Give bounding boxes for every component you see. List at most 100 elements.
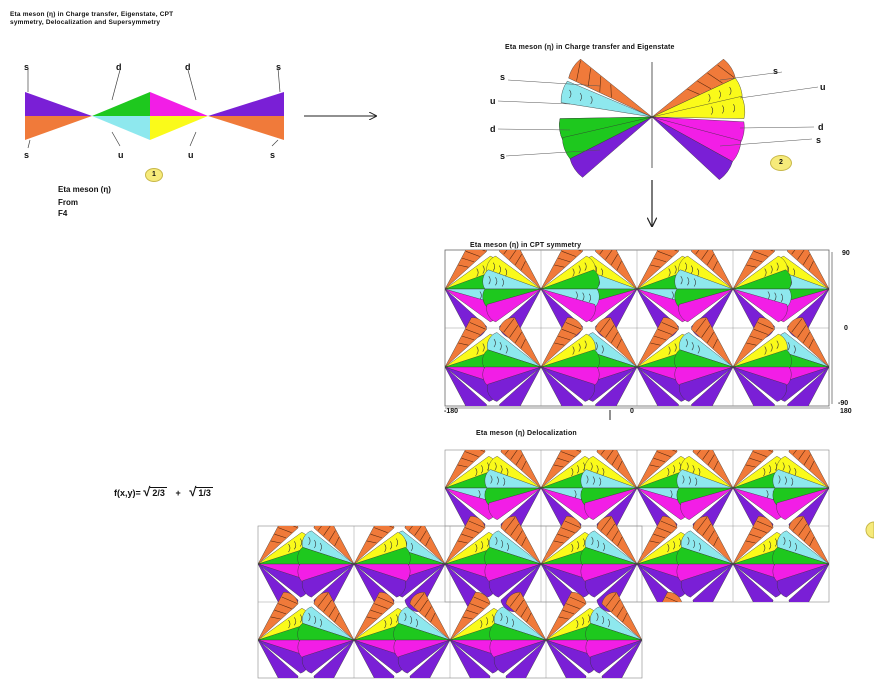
- fig4-unit-13-left-petal-1-arc-1: [319, 618, 322, 628]
- fig4-unit-12-right-petal-0: [258, 592, 299, 641]
- fig3-unit-mid-3-left-petal-0-stripe-3: [701, 325, 711, 338]
- fig3-unit-mid-2-right-petal-1-arc-3: [584, 340, 587, 349]
- fig4-unit-0-right-petal-0-stripe-4: [468, 450, 485, 452]
- fig3-unit-4-left-petal-0: [595, 317, 638, 368]
- fig4-unit-12-left-petal-2: [258, 623, 259, 643]
- formula-plus: +: [175, 488, 181, 498]
- fig4-unit-7-right-petal-0-stripe-4: [660, 520, 677, 528]
- fig4-unit-5-left-petal-0-stripe-2: [419, 530, 427, 541]
- fig4-unit-0-right-petal-0: [444, 450, 486, 489]
- fig3-petals: [393, 244, 870, 406]
- fig4-petals: [258, 445, 868, 678]
- fig3-unit-0-right-petal-1-arc-1: [476, 268, 479, 277]
- fig3-unit-mid-1-left-petal-1-arc-3: [684, 262, 687, 271]
- fig4-unit-9-left-petal-0-stripe-2: [803, 530, 811, 541]
- fig4-unit-13-right-petal-1-arc-3: [395, 614, 398, 623]
- fig4-unit-10-right-petal-0-stripe-3: [278, 527, 292, 533]
- fig3-unit-2-right-petal-4: [828, 289, 829, 290]
- fig4-unit-12-right-petal-0-stripe-2: [274, 609, 287, 615]
- fig4-unit-11-right-petal-1-arc-3: [395, 538, 398, 547]
- fig4-unit-4-right-petal-0-stripe-4: [853, 445, 868, 452]
- fig2-petal-11: [651, 116, 733, 180]
- fig3-unit-mid-1-left-petal-1-arc-2: [690, 265, 693, 274]
- fig1-label-top-2: d: [116, 62, 122, 72]
- fig3-unit-2-left-petal-0-stripe-3: [797, 250, 805, 260]
- fig3-unit-mid-3-right-petal-0: [732, 317, 775, 368]
- fig2-petal-1-arc-2: [579, 92, 582, 102]
- fig4-unit-1-left-petal-2-arc-3: [490, 475, 493, 484]
- fig3-unit-mid-0-right-petal-3-arc-3: [588, 293, 591, 302]
- fig4-unit-4-left-petal-2-arc-2: [784, 476, 787, 485]
- fig4-unit-4-right-petal-1: [828, 456, 829, 489]
- fig3-unit-mid-3-left-petal-0-stripe-2: [706, 332, 714, 344]
- fig3-unit-mid-1-right-petal-0-stripe-4: [769, 250, 774, 252]
- fig4-unit-4-right-petal-4: [828, 487, 829, 520]
- fig4-unit-4-right-petal-2: [828, 469, 829, 489]
- fig4-unit-1-right-petal-1-arc-2: [577, 465, 580, 474]
- formula-lhs: f(x,y)=: [114, 488, 141, 498]
- fig4-unit-1-right-petal-1-arc-1: [571, 467, 574, 477]
- fig4-unit-14-right-petal-0-stripe-1: [462, 616, 473, 620]
- fig2-petal-8: [651, 96, 746, 119]
- fig3-unit-2-left-petal-0-stripe-4: [791, 250, 796, 255]
- fig2-petal-1-arc-3: [569, 89, 572, 99]
- fig3-unit-0-left-petal-2-arc-3: [393, 276, 395, 284]
- fig4-unit-6-right-petal-0-stripe-3: [561, 527, 575, 533]
- fig4-unit-12-right-petal-0-stripe-4: [281, 596, 298, 604]
- fig4-unit-16-right-petal-5: [641, 639, 683, 678]
- fig3-unit-0-left-petal-2-arc-1: [406, 279, 408, 287]
- fig3-unit-4-left-petal-0-stripe-3: [605, 325, 615, 338]
- fig3-unit-mid-1-right-petal-0-stripe-2: [750, 257, 763, 263]
- fig4-unit-16-right-petal-1-arc-2: [678, 617, 681, 626]
- fig4-unit-16-left-petal-0-stripe-3: [611, 599, 620, 612]
- fig4-unit-7-left-petal-0-stripe-3: [606, 523, 615, 536]
- fig4-unit-3-left-petal-2-arc-1: [695, 477, 698, 486]
- fig4-unit-13-left-petal-0-stripe-3: [323, 599, 332, 612]
- fig2-leader-1: [497, 100, 571, 105]
- fig3-unit-mid-0-left-petal-4: [486, 288, 542, 323]
- fig4-unit-10-left-petal-2: [258, 547, 259, 567]
- fig2-leader-7: [719, 138, 813, 147]
- fig4-unit-14-left-petal-1-arc-1: [415, 618, 418, 628]
- fig4-unit-2-left-petal-4: [584, 487, 638, 520]
- fig3-unit-3-left-petal-0: [445, 366, 446, 367]
- fig3-unit-4-right-petal-0-stripe-2: [654, 335, 667, 341]
- fig4-unit-12-left-petal-5: [258, 639, 259, 678]
- fig4-unit-13-right-petal-5: [353, 639, 395, 678]
- fig4-unit-7-left-petal-0-stripe-1: [617, 536, 623, 547]
- fig4-unit-14-left-petal-1-arc-3: [404, 612, 407, 622]
- fig4-unit-1-right-petal-0-stripe-1: [553, 464, 564, 468]
- fig3-unit-mid-1-left-petal-0-stripe-4: [695, 250, 700, 255]
- fig4-unit-3-left-petal-0-stripe-2: [707, 454, 715, 465]
- fig1-label-top-3: d: [185, 62, 191, 72]
- fig3-unit-mid-1-left-petal-4: [678, 288, 734, 323]
- fig3-unit-mid-2-right-petal-1-arc-2: [578, 343, 581, 352]
- fig3-unit-mid-3-left-petal-0: [691, 317, 734, 368]
- fig4-unit-11-left-petal-1-arc-1: [319, 542, 322, 552]
- fig4-unit-0-left-petal-2: [388, 469, 446, 489]
- fig3-unit-0-right-petal-0-stripe-4: [481, 250, 486, 252]
- fig4-unit-12-right-petal-1-arc-2: [294, 617, 297, 626]
- fig4-unit-6-right-petal-1-arc-2: [577, 541, 580, 550]
- fig4-unit-16-right-petal-0-stripe-1: [654, 616, 665, 620]
- fig3-unit-mid-0-left-petal-1-arc-3: [492, 262, 495, 271]
- fig4-unit-16-left-petal-0-stripe-2: [616, 606, 624, 617]
- fig3-unit-3-left-petal-5: [445, 367, 446, 368]
- fig4-unit-8-right-petal-0: [732, 516, 774, 565]
- fig4-unit-0-right-petal-0-stripe-3: [465, 451, 479, 457]
- fig4-unit-8-left-petal-0-stripe-2: [707, 530, 715, 541]
- fig4-unit-11-right-petal-0-stripe-2: [370, 533, 383, 539]
- fig1-tri-yellow: [150, 116, 208, 140]
- formula-sqrt-1: √: [143, 484, 151, 499]
- fig3-unit-3-right-petal-0-stripe-3: [465, 329, 480, 335]
- fig3-unit-mid-1-right-petal-4: [732, 288, 788, 323]
- fig3-unit-mid-2-left-petal-0-stripe-3: [509, 325, 519, 338]
- fig1-tri-purple-right: [208, 92, 284, 116]
- fig4-unit-13-left-petal-0: [313, 592, 355, 641]
- fig4-unit-3-right-petal-0: [732, 450, 774, 489]
- fig3-unit-0-right-petal-0-stripe-1: [458, 264, 469, 268]
- fig4-unit-4-left-petal-0: [788, 450, 829, 489]
- fig2-petal-6-stripe-4: [717, 64, 735, 78]
- fig3-unit-2-right-petal-0-stripe-4: [854, 244, 870, 251]
